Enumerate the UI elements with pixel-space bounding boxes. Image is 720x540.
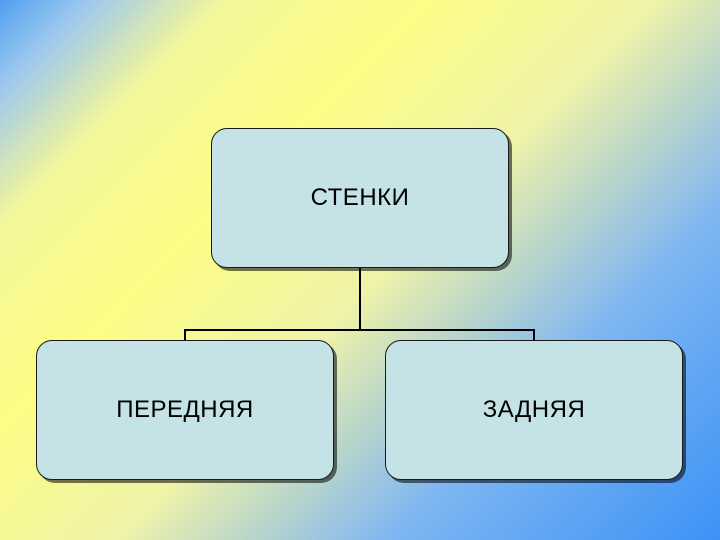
root-node-label: СТЕНКИ [310, 184, 410, 211]
child-node-back: ЗАДНЯЯ [385, 340, 683, 480]
root-node: СТЕНКИ [211, 128, 509, 268]
child-node-front: ПЕРЕДНЯЯ [36, 340, 334, 480]
child-node-front-label: ПЕРЕДНЯЯ [116, 396, 254, 423]
child-node-back-label: ЗАДНЯЯ [482, 396, 586, 423]
